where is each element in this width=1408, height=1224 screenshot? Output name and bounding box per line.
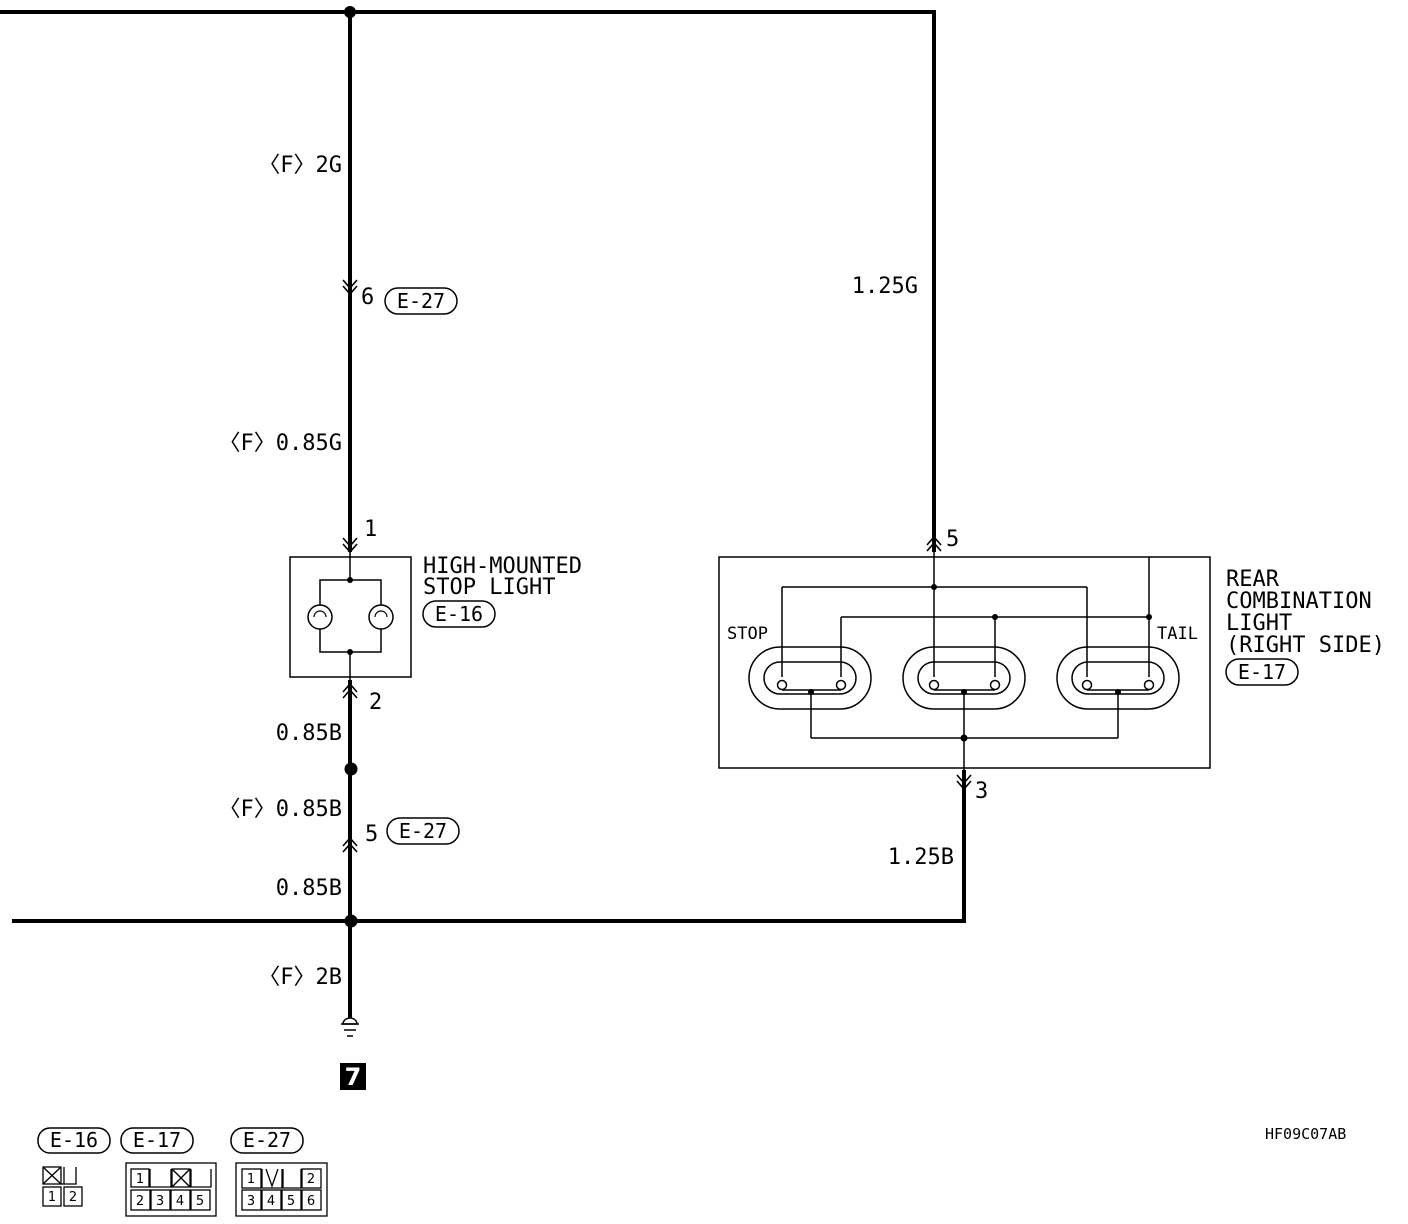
legend-e17-pin-5: 5 (196, 1194, 204, 1209)
svg-text:E-27: E-27 (399, 819, 447, 843)
svg-text:E-17: E-17 (1238, 660, 1286, 684)
chevron-hm-out (342, 682, 358, 693)
wire-label-left-ground: 〈F〉2B (258, 965, 342, 990)
rear-combo-label-line1: REAR (1226, 567, 1280, 592)
rear-bulb-stop (748, 646, 872, 710)
high-mount-bulb-left (307, 604, 333, 630)
legend-e27-pin-6: 6 (307, 1194, 315, 1209)
legend-connector-e27 (235, 1162, 328, 1217)
legend-e17-pin-3: 3 (156, 1194, 164, 1209)
main-wires (0, 10, 966, 1018)
svg-text:E-27: E-27 (397, 289, 445, 313)
wire-label-left-below-light: 0.85B (276, 721, 342, 746)
svg-text:E-17: E-17 (133, 1128, 181, 1152)
connector-chevrons (342, 279, 972, 853)
ground-id-badge (340, 1063, 366, 1090)
chevron-e27-lower (342, 836, 358, 847)
svg-text:E-16: E-16 (50, 1128, 98, 1152)
pin-e27-upper: 6 (361, 285, 374, 310)
legend-e17-pin-4: 4 (176, 1194, 184, 1209)
pin-hm-in: 1 (364, 517, 377, 542)
high-mount-bulb-right (368, 604, 394, 630)
svg-text:E-16: E-16 (435, 602, 483, 626)
ground-symbol (341, 1017, 359, 1037)
legend-e16-pin-1: 1 (48, 1190, 56, 1205)
connector-badge-e16: E-16 (422, 600, 496, 628)
rear-combination-light (718, 552, 1211, 770)
wire-label-right-upper: 1.25G (852, 274, 918, 299)
legend-badge-e27: E-27 (230, 1127, 304, 1154)
wire-label-left-lower-f: 〈F〉0.85B (219, 797, 342, 822)
chevron-rc-out-b (956, 780, 972, 791)
wire-label-left-mid: 〈F〉0.85G (219, 431, 342, 456)
legend-e27-pin-5: 5 (287, 1194, 295, 1209)
legend-e16-pin-2: 2 (69, 1190, 77, 1205)
ground-id-text: 7 (345, 1063, 362, 1091)
high-mount-label-line2: STOP LIGHT (423, 575, 555, 600)
wire-label-left-upper: 〈F〉2G (258, 153, 342, 178)
junction-dot-mid (344, 762, 358, 776)
junction-dot-bottom (344, 914, 358, 928)
chevron-hm-in (342, 537, 358, 548)
high-mount-label-line1: HIGH-MOUNTED (423, 554, 582, 579)
chevron-e27-lower-b (342, 842, 358, 853)
stop-label: STOP (727, 624, 768, 644)
wire-label-left-lower: 0.85B (276, 876, 342, 901)
high-mounted-stop-light (289, 552, 412, 680)
legend-e27-pin-1: 1 (247, 1172, 255, 1187)
legend-e27-pin-4: 4 (267, 1194, 275, 1209)
chevron-e27-upper (342, 279, 358, 290)
rear-combo-label-line4: (RIGHT SIDE) (1226, 633, 1385, 658)
connector-badge-e27-upper: E-27 (384, 287, 458, 315)
legend-badge-e16: E-16 (37, 1127, 111, 1154)
rear-combo-label-line2: COMBINATION (1226, 589, 1372, 614)
legend-e27-pin-2: 2 (307, 1172, 315, 1187)
legend-e27-pin-3: 3 (247, 1194, 255, 1209)
chevron-rc-in (926, 535, 942, 546)
pin-e27-lower: 5 (365, 822, 378, 847)
legend-connector-e16 (42, 1166, 83, 1207)
legend-connector-e17 (125, 1162, 217, 1217)
legend-e17-pin-1: 1 (136, 1172, 144, 1187)
wire-label-right-lower: 1.25B (888, 845, 954, 870)
chevron-rc-out (956, 774, 972, 785)
legend-e17-pin-2: 2 (136, 1194, 144, 1209)
pin-hm-out: 2 (369, 690, 382, 715)
tail-label: TAIL (1157, 624, 1198, 644)
pin-rc-out: 3 (975, 779, 988, 804)
chevron-rc-in-b (926, 541, 942, 552)
diagram-code: HF09C07AB (1265, 1125, 1346, 1143)
svg-text:E-27: E-27 (243, 1128, 291, 1152)
chevron-hm-out-b (342, 688, 358, 699)
pin-rc-in: 5 (946, 527, 959, 552)
junction-dot-top (344, 6, 356, 18)
rear-combo-label-line3: LIGHT (1226, 611, 1292, 636)
chevron-e27-upper-b (342, 285, 358, 296)
legend-badge-e17: E-17 (120, 1127, 194, 1154)
connector-badge-e17: E-17 (1225, 658, 1299, 686)
connector-badge-e27-lower: E-27 (386, 817, 460, 845)
